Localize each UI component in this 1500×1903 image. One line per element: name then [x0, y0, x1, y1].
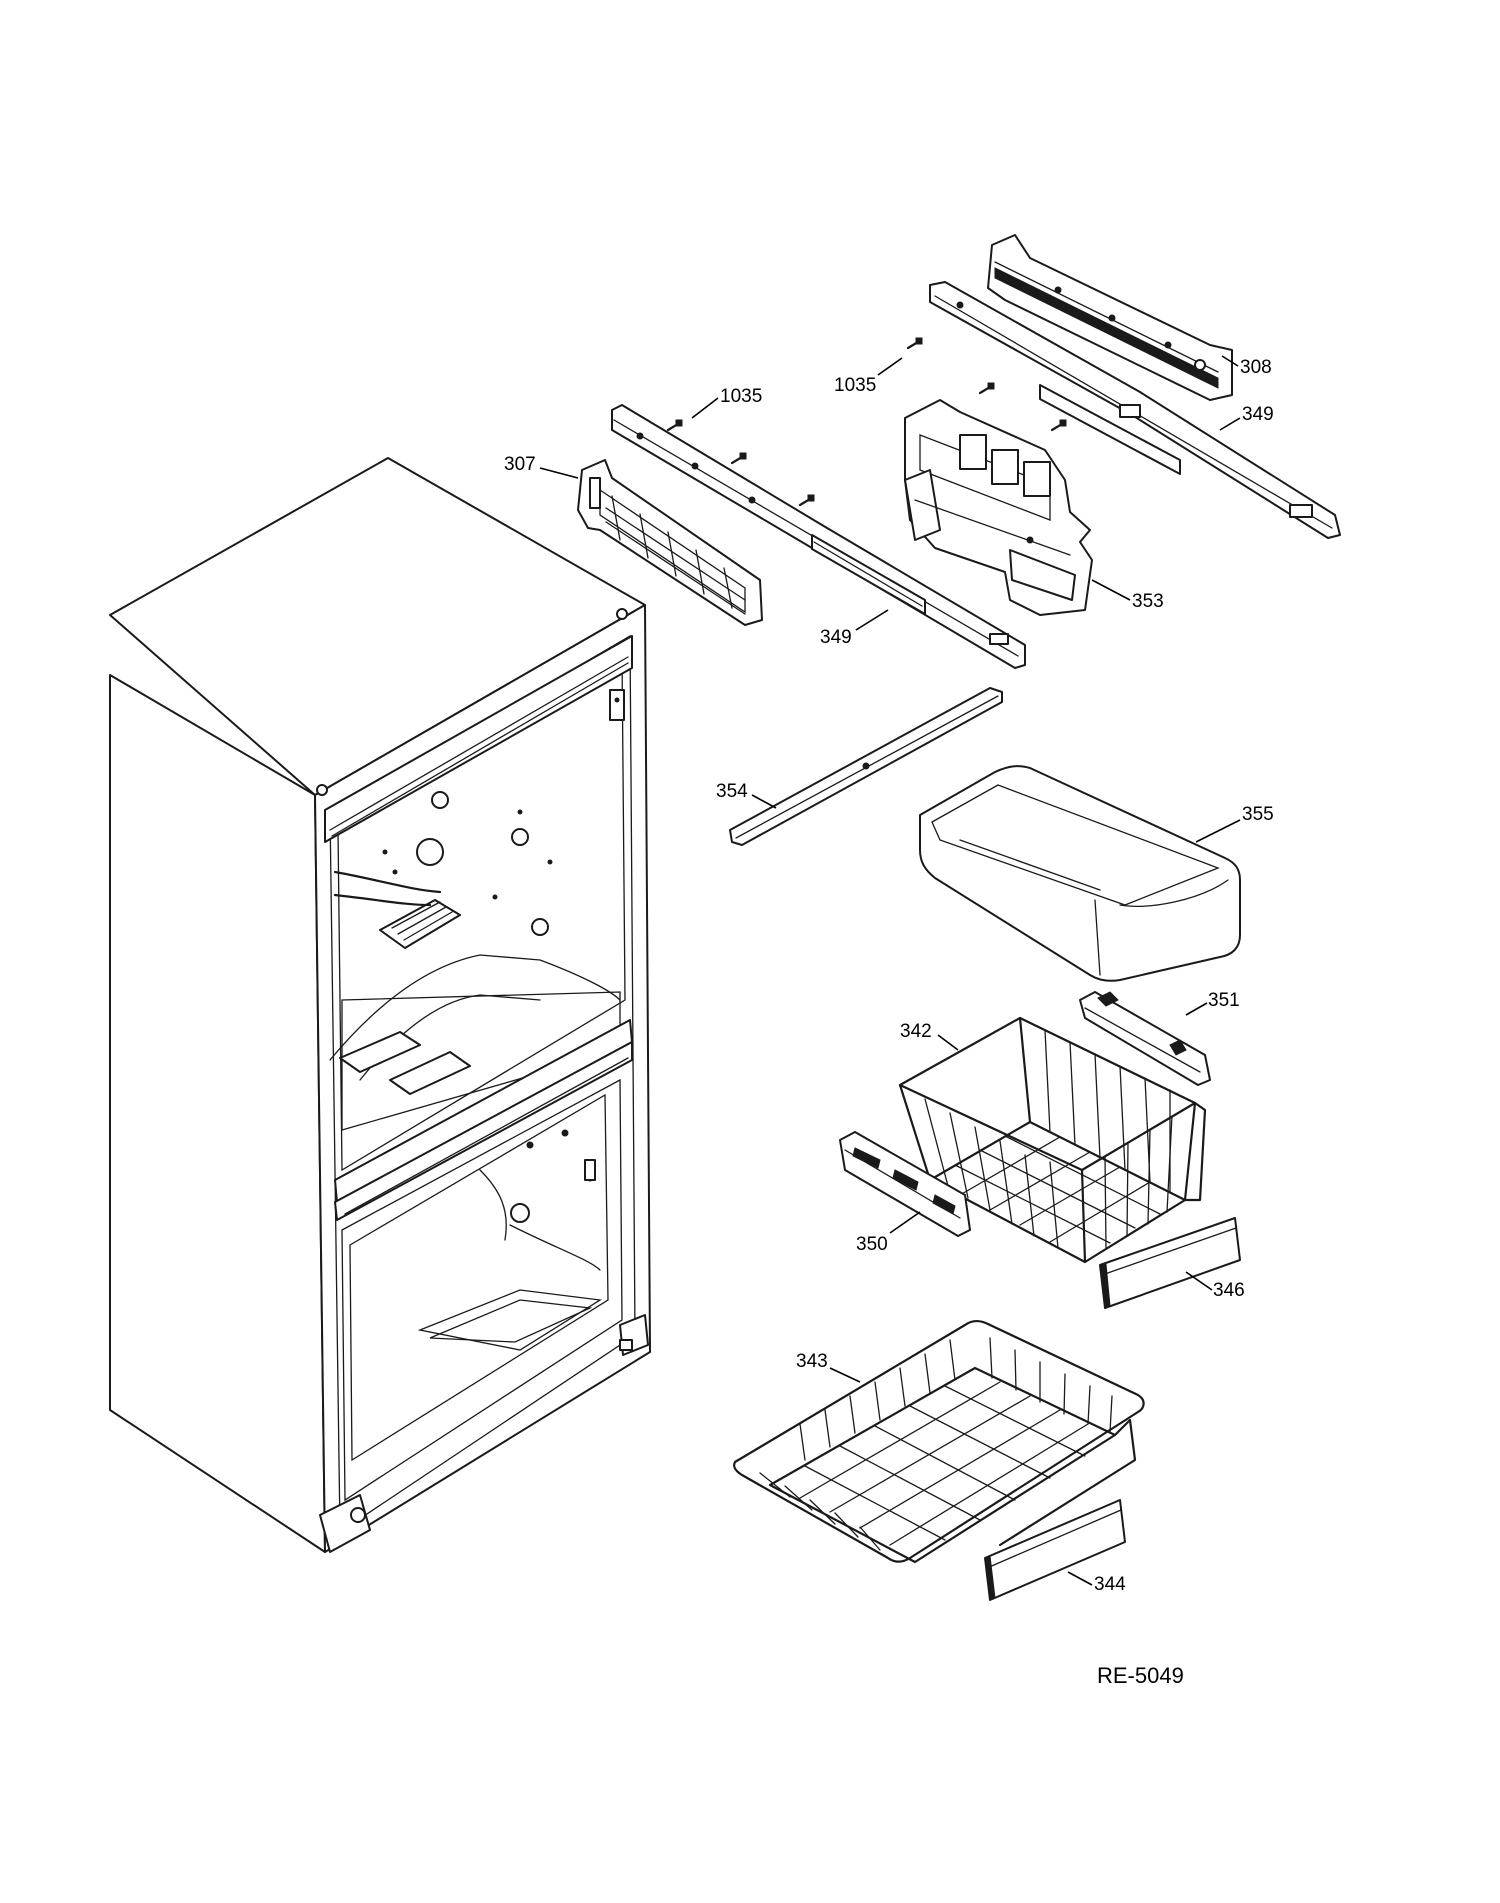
slide-right	[1079, 991, 1211, 1086]
screws	[666, 337, 1067, 507]
label-cross-rail: 354	[716, 781, 748, 802]
bracket-right	[987, 234, 1233, 401]
diagram-code: RE-5049	[1097, 1663, 1184, 1688]
label-basket-lower: 343	[796, 1351, 828, 1372]
trim-upper	[1099, 1217, 1241, 1309]
drawer-bracket	[904, 399, 1093, 616]
label-bracket-left: 307	[504, 454, 536, 475]
screw	[798, 494, 815, 507]
label-trim-upper: 346	[1213, 1280, 1245, 1301]
bracket-left	[577, 459, 763, 626]
label-rail-left: 349	[820, 627, 852, 648]
screw	[906, 337, 923, 350]
rail-left	[611, 404, 1026, 669]
slide-left	[839, 1131, 971, 1237]
label-screw-upper-left: 1035	[720, 386, 762, 407]
label-drawer-bracket: 353	[1132, 591, 1164, 612]
cross-rail	[729, 687, 1003, 846]
basket-upper	[898, 1016, 1207, 1264]
pan	[919, 765, 1241, 982]
label-trim-lower: 344	[1094, 1574, 1126, 1595]
screw	[666, 419, 683, 432]
screw	[730, 452, 747, 465]
trim-lower	[984, 1499, 1126, 1601]
label-rail-right: 349	[1242, 404, 1274, 425]
label-bracket-right: 308	[1240, 357, 1272, 378]
refrigerator-cabinet	[109, 457, 651, 1553]
label-pan: 355	[1242, 804, 1274, 825]
rail-right	[929, 281, 1341, 539]
part-number-labels: 1035 1035 307 308 349 349 353 354 355 35…	[504, 357, 1274, 1688]
label-screw-upper-right: 1035	[834, 375, 876, 396]
label-slide-right: 351	[1208, 990, 1240, 1011]
leader-lines	[539, 355, 1241, 1586]
basket-lower	[733, 1320, 1145, 1564]
label-basket-upper: 342	[900, 1021, 932, 1042]
label-slide-left: 350	[856, 1234, 888, 1255]
screw	[978, 382, 995, 395]
screw	[1050, 419, 1067, 432]
